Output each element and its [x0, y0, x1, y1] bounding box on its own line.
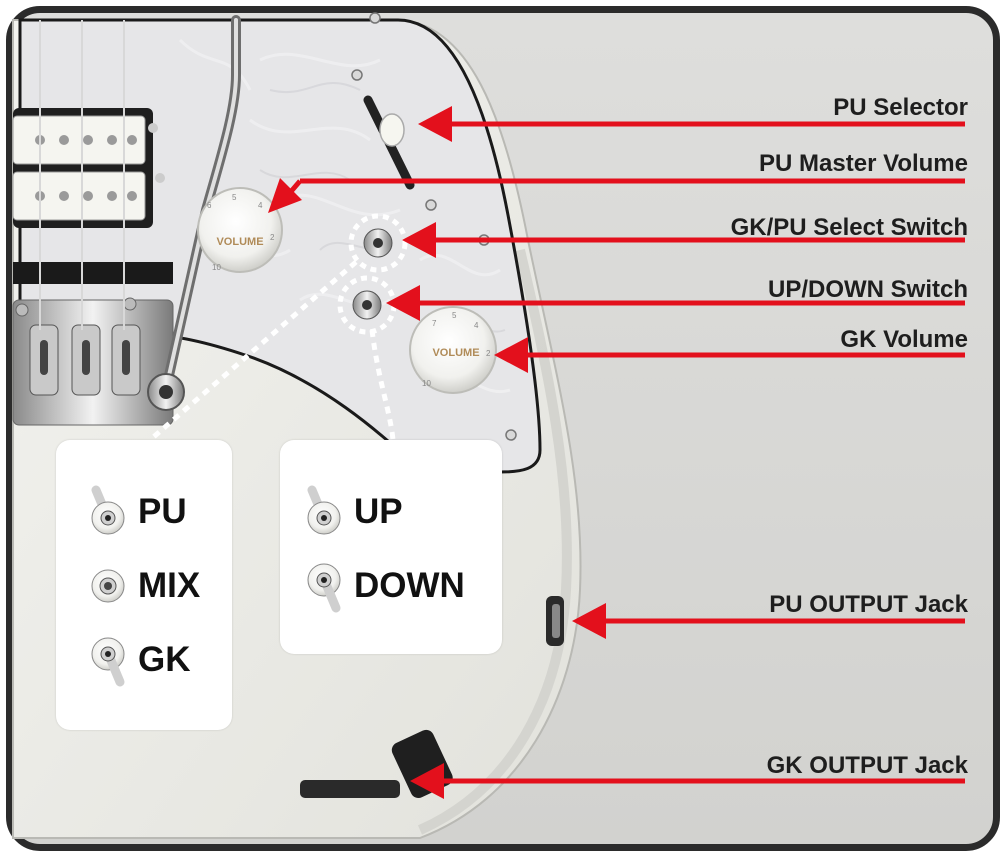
legend-label: MIX [138, 566, 201, 605]
legend-label: GK [138, 640, 191, 679]
pu-output-jack [546, 596, 564, 646]
svg-text:4: 4 [474, 321, 479, 330]
legend-label: PU [138, 492, 187, 531]
svg-text:10: 10 [422, 379, 431, 388]
legend-label: UP [354, 492, 403, 531]
svg-text:6: 6 [207, 201, 212, 210]
svg-text:5: 5 [232, 193, 237, 202]
toggle-down-icon [307, 563, 341, 613]
legend-item-down: DOWN [300, 558, 465, 614]
toggle-down-icon [91, 637, 125, 687]
legend-item-pu: PU [84, 484, 187, 540]
callout-pu-output-jack: PU OUTPUT Jack [769, 591, 968, 618]
callout-gk-pu-select-switch: GK/PU Select Switch [730, 214, 968, 241]
toggle-center-icon [91, 569, 125, 603]
toggle-up-icon [91, 485, 125, 535]
pu-selector-switch [363, 95, 415, 190]
svg-text:2: 2 [270, 233, 275, 242]
callout-pu-master-volume: PU Master Volume [759, 150, 968, 177]
callout-gk-output-jack: GK OUTPUT Jack [766, 752, 968, 779]
gk-volume-knob: VOLUME 7 5 4 2 10 [409, 306, 497, 394]
svg-text:2: 2 [486, 349, 491, 358]
knob-label: VOLUME [432, 347, 479, 359]
callout-up-down-switch: UP/DOWN Switch [767, 276, 968, 303]
svg-text:10: 10 [212, 263, 221, 272]
legend-gk-pu-positions: PU MIX GK [56, 440, 232, 730]
legend-item-up: UP [300, 484, 403, 540]
tremolo-bridge [12, 297, 174, 426]
knob-label: VOLUME [216, 236, 263, 248]
svg-text:5: 5 [452, 311, 457, 320]
legend-label: DOWN [354, 566, 465, 605]
legend-item-mix: MIX [84, 558, 200, 614]
svg-text:7: 7 [432, 319, 437, 328]
humbucker-pickup [12, 108, 165, 228]
svg-text:4: 4 [258, 201, 263, 210]
toggle-up-icon [307, 485, 341, 535]
pu-master-volume-knob: VOLUME 5 4 2 10 6 [197, 187, 283, 273]
callout-pu-selector: PU Selector [833, 94, 968, 121]
callout-gk-volume: GK Volume [840, 326, 968, 353]
legend-item-gk: GK [84, 632, 191, 688]
legend-up-down-positions: UP DOWN [280, 440, 502, 654]
